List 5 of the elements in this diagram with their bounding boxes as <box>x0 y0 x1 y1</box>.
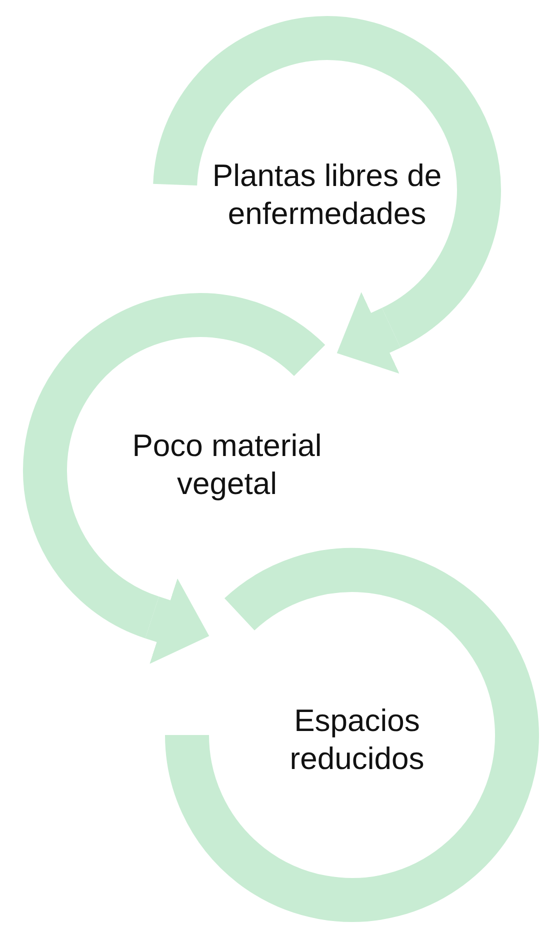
arrow <box>336 292 400 374</box>
node-label: Poco material vegetal <box>131 427 323 503</box>
arrow <box>145 578 210 664</box>
node-label: Plantas libres de enfermedades <box>211 157 443 233</box>
node-label: Espacios reducidos <box>288 702 426 778</box>
